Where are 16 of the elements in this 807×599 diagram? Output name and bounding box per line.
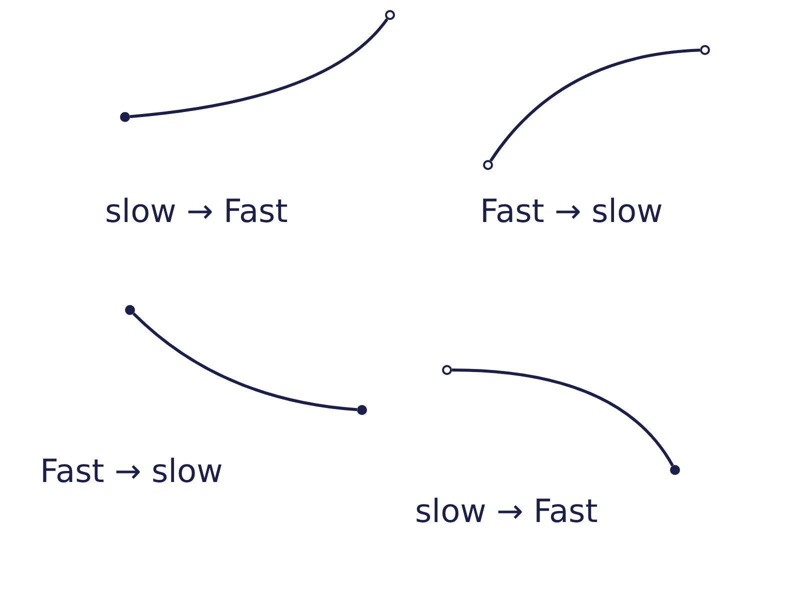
end-dot	[120, 112, 130, 122]
end-dot	[125, 305, 135, 315]
end-dot	[385, 10, 395, 20]
end-dot	[442, 365, 452, 375]
curve-line	[130, 18, 388, 118]
curve-line	[452, 368, 674, 466]
end-dot	[483, 160, 493, 170]
caption-text: Fast → slow	[40, 452, 223, 490]
end-dot	[700, 45, 710, 55]
end-dot	[670, 465, 680, 475]
caption-text: slow → Fast	[415, 492, 598, 530]
curve-line	[132, 312, 358, 412]
end-dot	[357, 405, 367, 415]
caption-text: slow → Fast	[105, 192, 288, 230]
caption-text: Fast → slow	[480, 192, 663, 230]
curve-line	[490, 48, 700, 162]
